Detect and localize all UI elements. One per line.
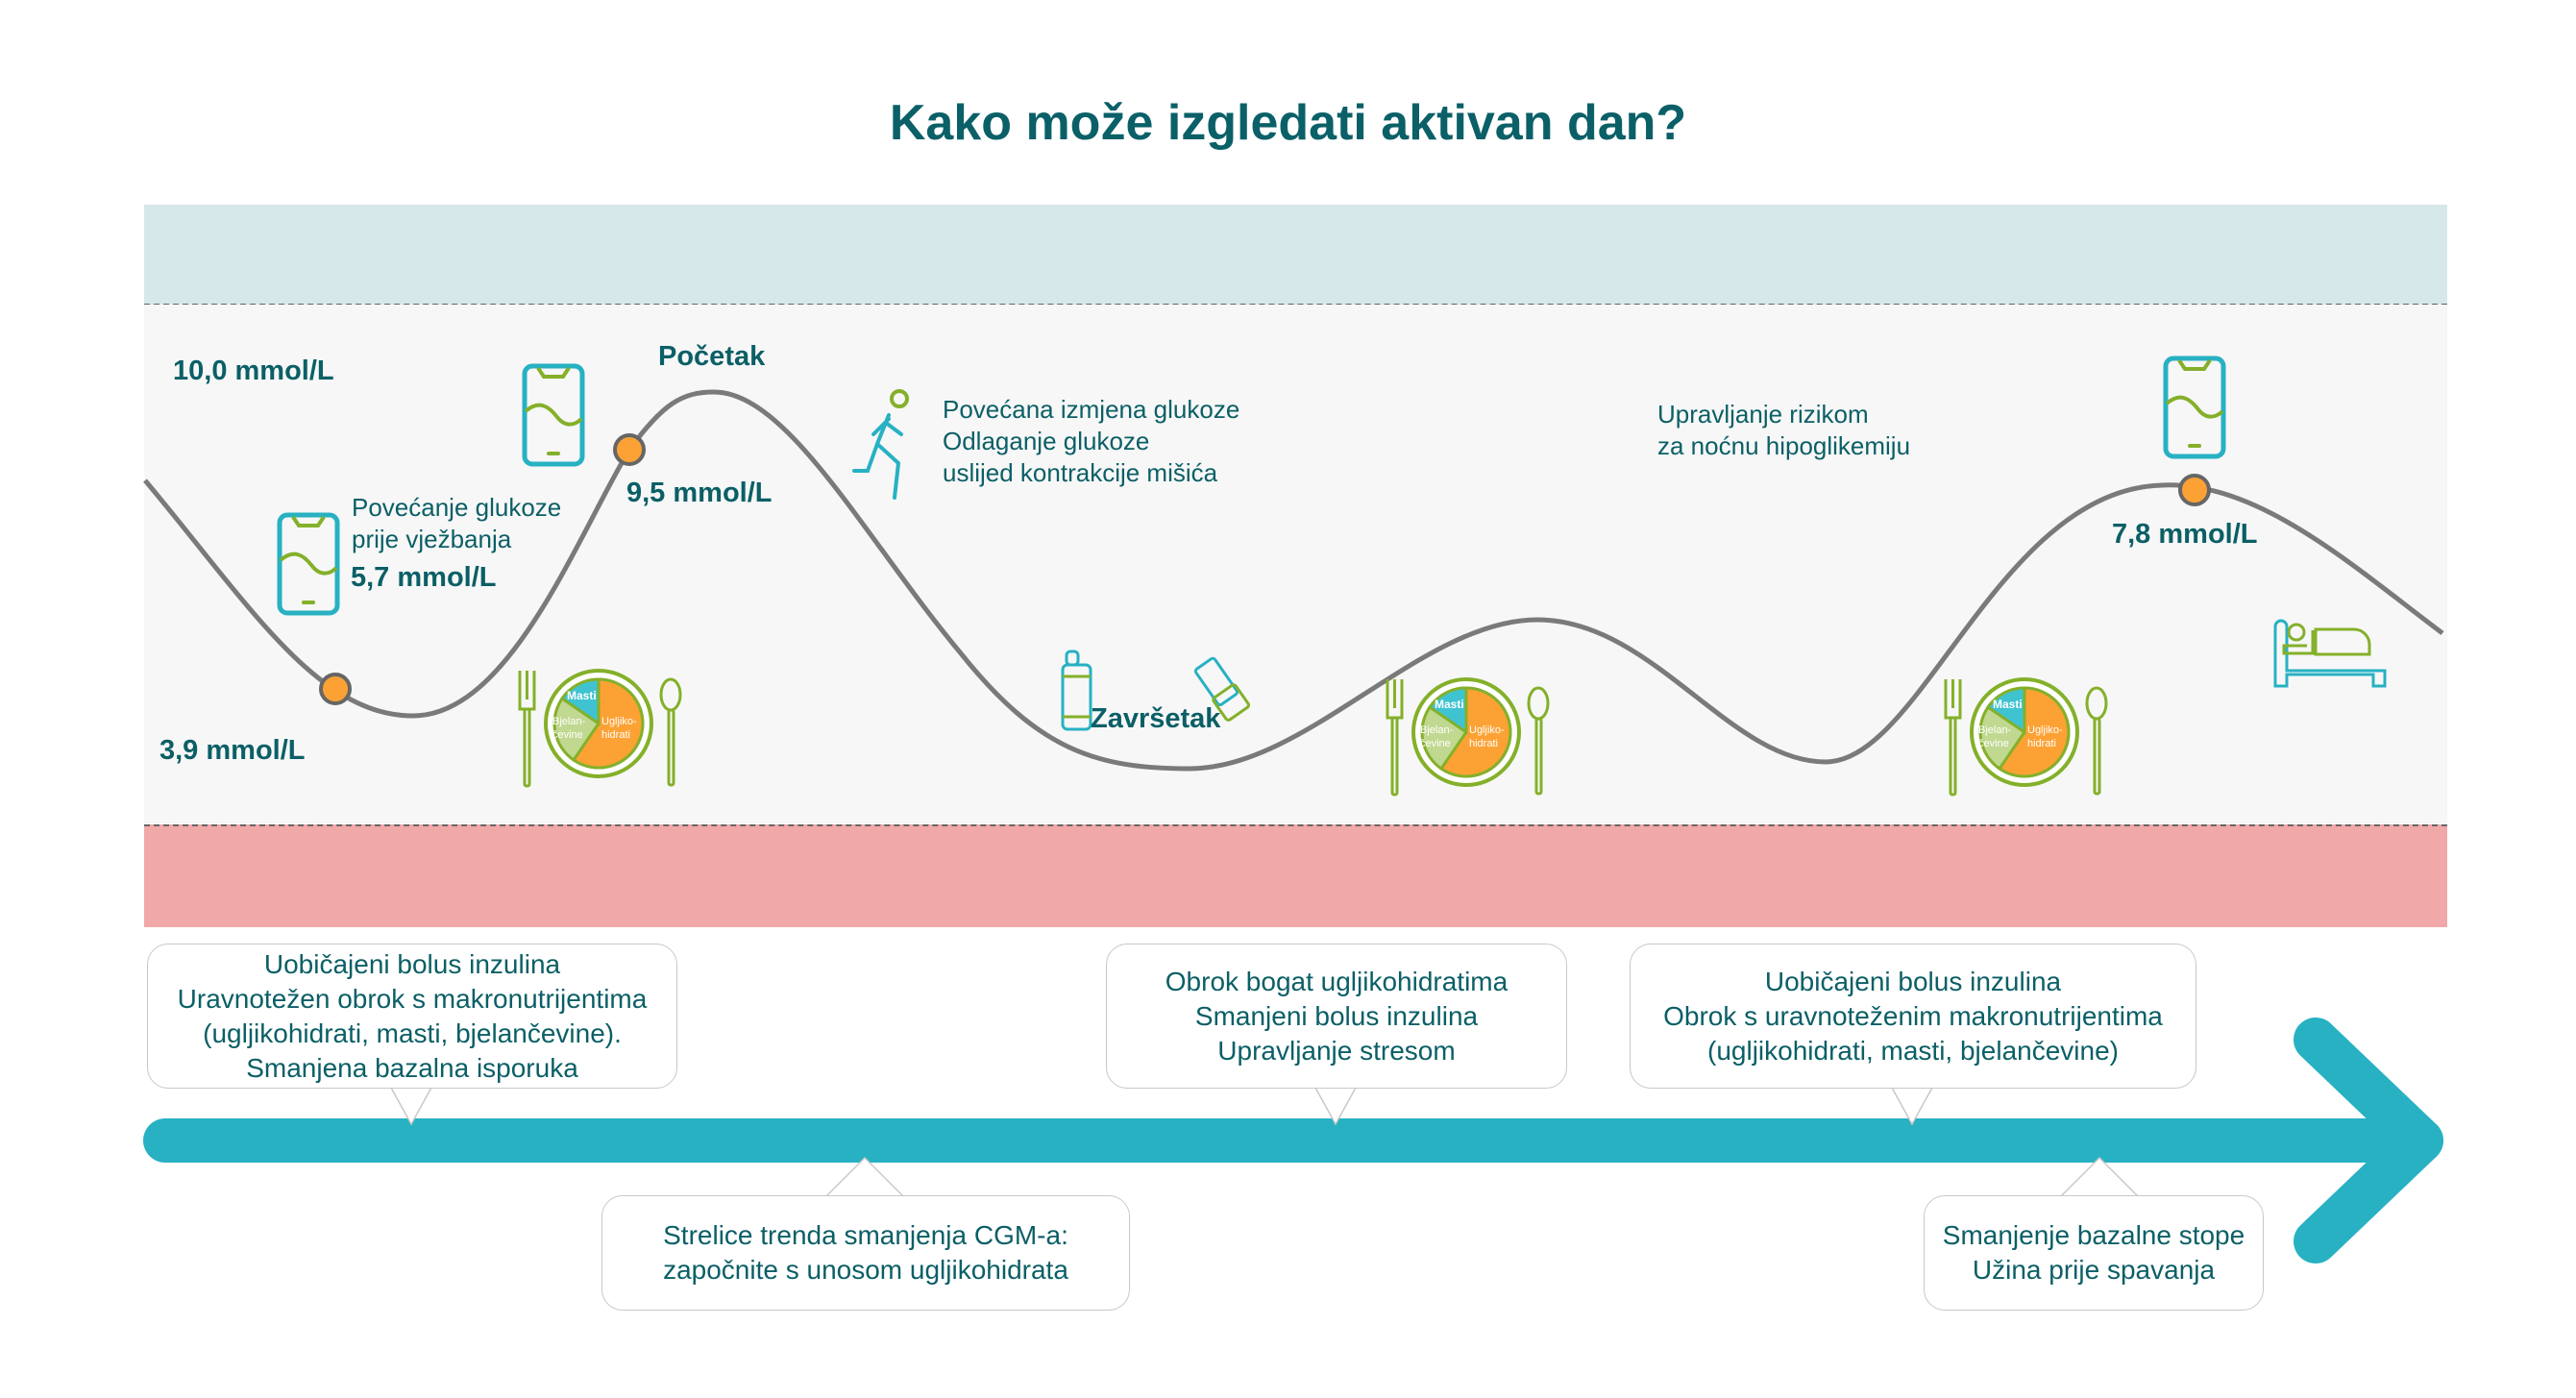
- glucose-point-pre-exercise: [319, 673, 352, 705]
- callout-line: (ugljikohidrati, masti, bjelančevine): [1707, 1035, 2119, 1066]
- callout-line: Smanjeni bolus inzulina: [1194, 1000, 1479, 1031]
- meal-plate-icon: [1944, 677, 2108, 797]
- callout-bedtime: Smanjenje bazalne stope Užina prije spav…: [1924, 1195, 2264, 1311]
- low-glucose-band: [144, 824, 2447, 927]
- plate-fat-label: Masti: [1993, 698, 2023, 711]
- start-value: 9,5 mmol/L: [626, 478, 773, 508]
- glucose-curve: [143, 389, 2444, 772]
- plate-carbs-label: Ugljiko-hidrati: [601, 716, 637, 741]
- callout-post-exercise-meal: Obrok bogat ugljikohidratima Smanjeni bo…: [1106, 944, 1567, 1089]
- callout-line: Smanjenje bazalne stope: [1942, 1220, 2245, 1250]
- phone-cgm-icon: [525, 366, 582, 464]
- plate-protein-label: Bjelan-čevine: [552, 716, 586, 741]
- water-bottle-icon: [1061, 650, 1092, 731]
- meal-plate-icon: [1386, 677, 1550, 797]
- plate-carbs-label: Ugljiko-hidrati: [1469, 724, 1505, 749]
- evening-value: 7,8 mmol/L: [2112, 519, 2258, 550]
- high-glucose-band: [144, 205, 2447, 306]
- runner-icon: [852, 389, 909, 500]
- callout-line: Uobičajeni bolus inzulina: [1764, 966, 2062, 996]
- pre-exercise-value: 5,7 mmol/L: [351, 562, 497, 593]
- callout-line: (ugljikohidrati, masti, bjelančevine).: [203, 1018, 622, 1048]
- callout-line: Obrok s uravnoteženim makronutrijentima: [1663, 1000, 2163, 1031]
- end-label: Završetak: [1091, 703, 1221, 734]
- callout-cgm-trend: Strelice trenda smanjenja CGM-a: započni…: [601, 1195, 1130, 1311]
- bed-icon: [2273, 619, 2387, 688]
- page-title: Kako može izgledati aktivan dan?: [889, 95, 1687, 151]
- pre-exercise-note: Povećanje glukoze prije vježbanja: [352, 492, 561, 555]
- night-note: Upravljanje rizikom za noćnu hipoglikemi…: [1657, 399, 1910, 462]
- note-line: prije vježbanja: [352, 525, 512, 553]
- energy-bar-icon: [1193, 656, 1250, 722]
- glucose-point-start: [613, 433, 646, 466]
- high-threshold-label: 10,0 mmol/L: [173, 356, 334, 386]
- note-line: Upravljanje rizikom: [1657, 400, 1869, 429]
- callout-morning-meal: Uobičajeni bolus inzulina Uravnotežen ob…: [147, 944, 677, 1089]
- note-line: uslijed kontrakcije mišića: [943, 458, 1218, 487]
- callout-line: Užina prije spavanja: [1972, 1255, 2216, 1285]
- callout-line: Uobičajeni bolus inzulina: [263, 948, 561, 979]
- callout-line: Obrok bogat ugljikohidratima: [1165, 966, 1509, 996]
- plate-carbs-label: Ugljiko-hidrati: [2027, 724, 2063, 749]
- note-line: za noćnu hipoglikemiju: [1657, 431, 1911, 460]
- note-line: Povećana izmjena glukoze: [943, 395, 1240, 424]
- callout-line: Smanjena bazalna isporuka: [246, 1052, 578, 1083]
- plate-fat-label: Masti: [1435, 698, 1464, 711]
- callout-line: Uravnotežen obrok s makronutrijentima: [177, 983, 648, 1014]
- start-label: Početak: [658, 341, 766, 372]
- meal-plate-icon: [518, 669, 682, 788]
- callout-evening-meal: Uobičajeni bolus inzulina Obrok s uravno…: [1630, 944, 2196, 1089]
- note-line: Odlaganje glukoze: [943, 427, 1150, 455]
- plate-fat-label: Masti: [567, 689, 597, 702]
- low-threshold-label: 3,9 mmol/L: [159, 735, 306, 766]
- plate-protein-label: Bjelan-čevine: [1978, 724, 2012, 749]
- timeline-arrow: [143, 1018, 2443, 1263]
- exercise-note: Povećana izmjena glukoze Odlaganje gluko…: [943, 394, 1239, 489]
- callout-line: Upravljanje stresom: [1217, 1035, 1456, 1066]
- glucose-point-evening: [2178, 474, 2211, 506]
- callout-pointers: [390, 1087, 2139, 1197]
- phone-cgm-icon: [280, 515, 337, 613]
- callout-line: započnite s unosom ugljikohidrata: [663, 1255, 1068, 1285]
- callout-line: Strelice trenda smanjenja CGM-a:: [663, 1220, 1068, 1250]
- plate-protein-label: Bjelan-čevine: [1420, 724, 1454, 749]
- note-line: Povećanje glukoze: [352, 493, 562, 522]
- phone-cgm-icon: [2166, 358, 2223, 456]
